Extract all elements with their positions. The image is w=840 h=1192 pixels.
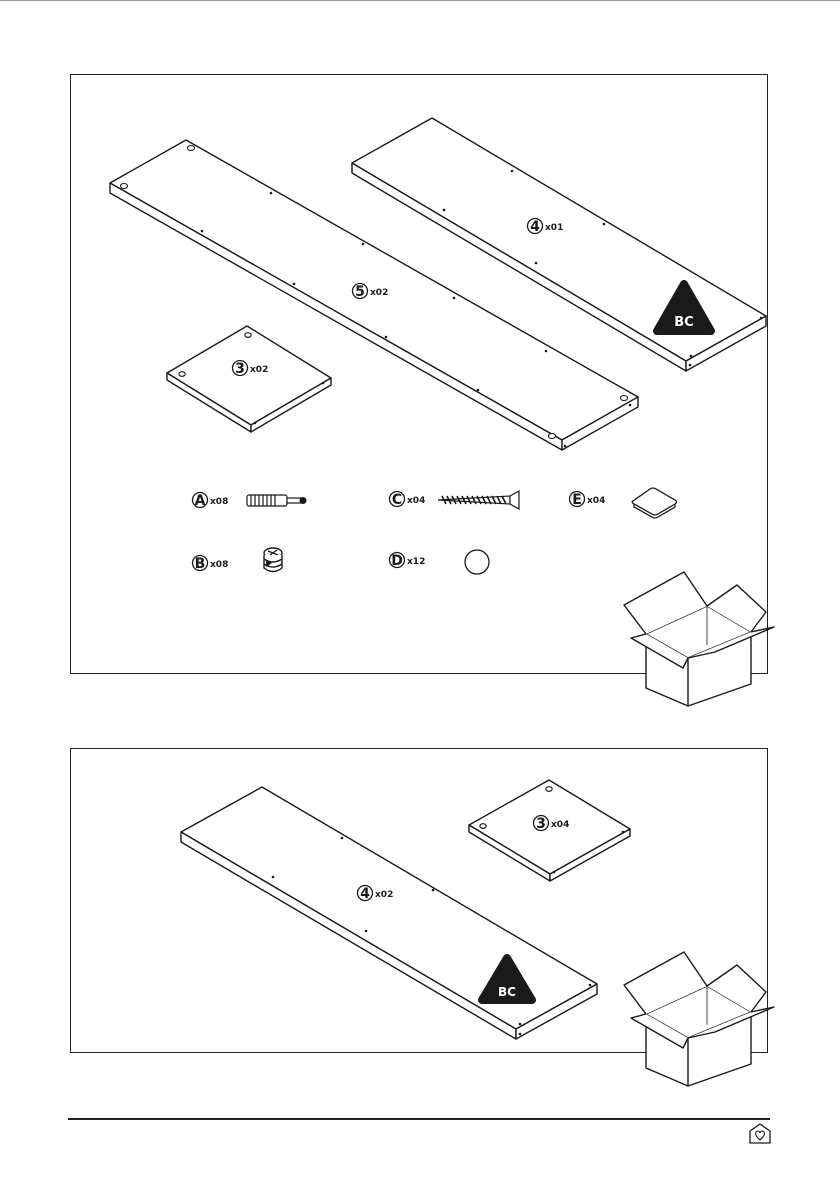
panel-part-3-b bbox=[469, 780, 630, 881]
hardware-id-c: C bbox=[392, 492, 402, 508]
cam-bolt-icon bbox=[247, 495, 307, 506]
hardware-quantity-e: x04 bbox=[587, 496, 605, 506]
hardware-quantity-a: x08 bbox=[210, 497, 228, 507]
part-number-5: 5 bbox=[355, 284, 365, 300]
felt-pad-icon bbox=[632, 488, 676, 518]
part-number-4-b: 4 bbox=[360, 886, 370, 902]
hardware-id-d: D bbox=[391, 553, 403, 569]
part-quantity-3: x02 bbox=[250, 365, 268, 375]
part-quantity-3-b: x04 bbox=[551, 820, 569, 830]
open-box-icon-b bbox=[624, 952, 774, 1086]
cam-lock-icon bbox=[264, 548, 282, 572]
part-quantity-4-b: x02 bbox=[375, 890, 393, 900]
hardware-quantity-d: x12 bbox=[407, 557, 425, 567]
hardware-id-a: A bbox=[195, 493, 206, 509]
footer-rule bbox=[68, 1118, 770, 1120]
bc-badge-text: BC bbox=[674, 315, 693, 330]
open-box-icon bbox=[624, 572, 774, 706]
hardware-id-e: E bbox=[572, 492, 582, 508]
part-quantity-5: x02 bbox=[370, 288, 388, 298]
cap-disc-icon bbox=[465, 550, 489, 574]
hardware-label-b: B x08 bbox=[193, 556, 229, 573]
hardware-quantity-c: x04 bbox=[407, 496, 425, 506]
hardware-label-a: A x08 bbox=[193, 493, 229, 510]
hardware-label-e: E x04 bbox=[570, 492, 606, 509]
hardware-quantity-b: x08 bbox=[210, 560, 228, 570]
part-number-3: 3 bbox=[235, 361, 245, 377]
hardware-label-d: D x12 bbox=[390, 553, 426, 570]
part-quantity-4: x01 bbox=[545, 223, 563, 233]
panel-part-3 bbox=[167, 326, 331, 432]
house-heart-icon bbox=[750, 1124, 770, 1143]
bc-badge-text-b: BC bbox=[498, 985, 516, 999]
part-number-4: 4 bbox=[530, 219, 540, 235]
hardware-label-c: C x04 bbox=[390, 492, 426, 509]
screw-icon bbox=[438, 491, 519, 509]
part-number-3-b: 3 bbox=[536, 816, 546, 832]
hardware-id-b: B bbox=[195, 556, 206, 572]
